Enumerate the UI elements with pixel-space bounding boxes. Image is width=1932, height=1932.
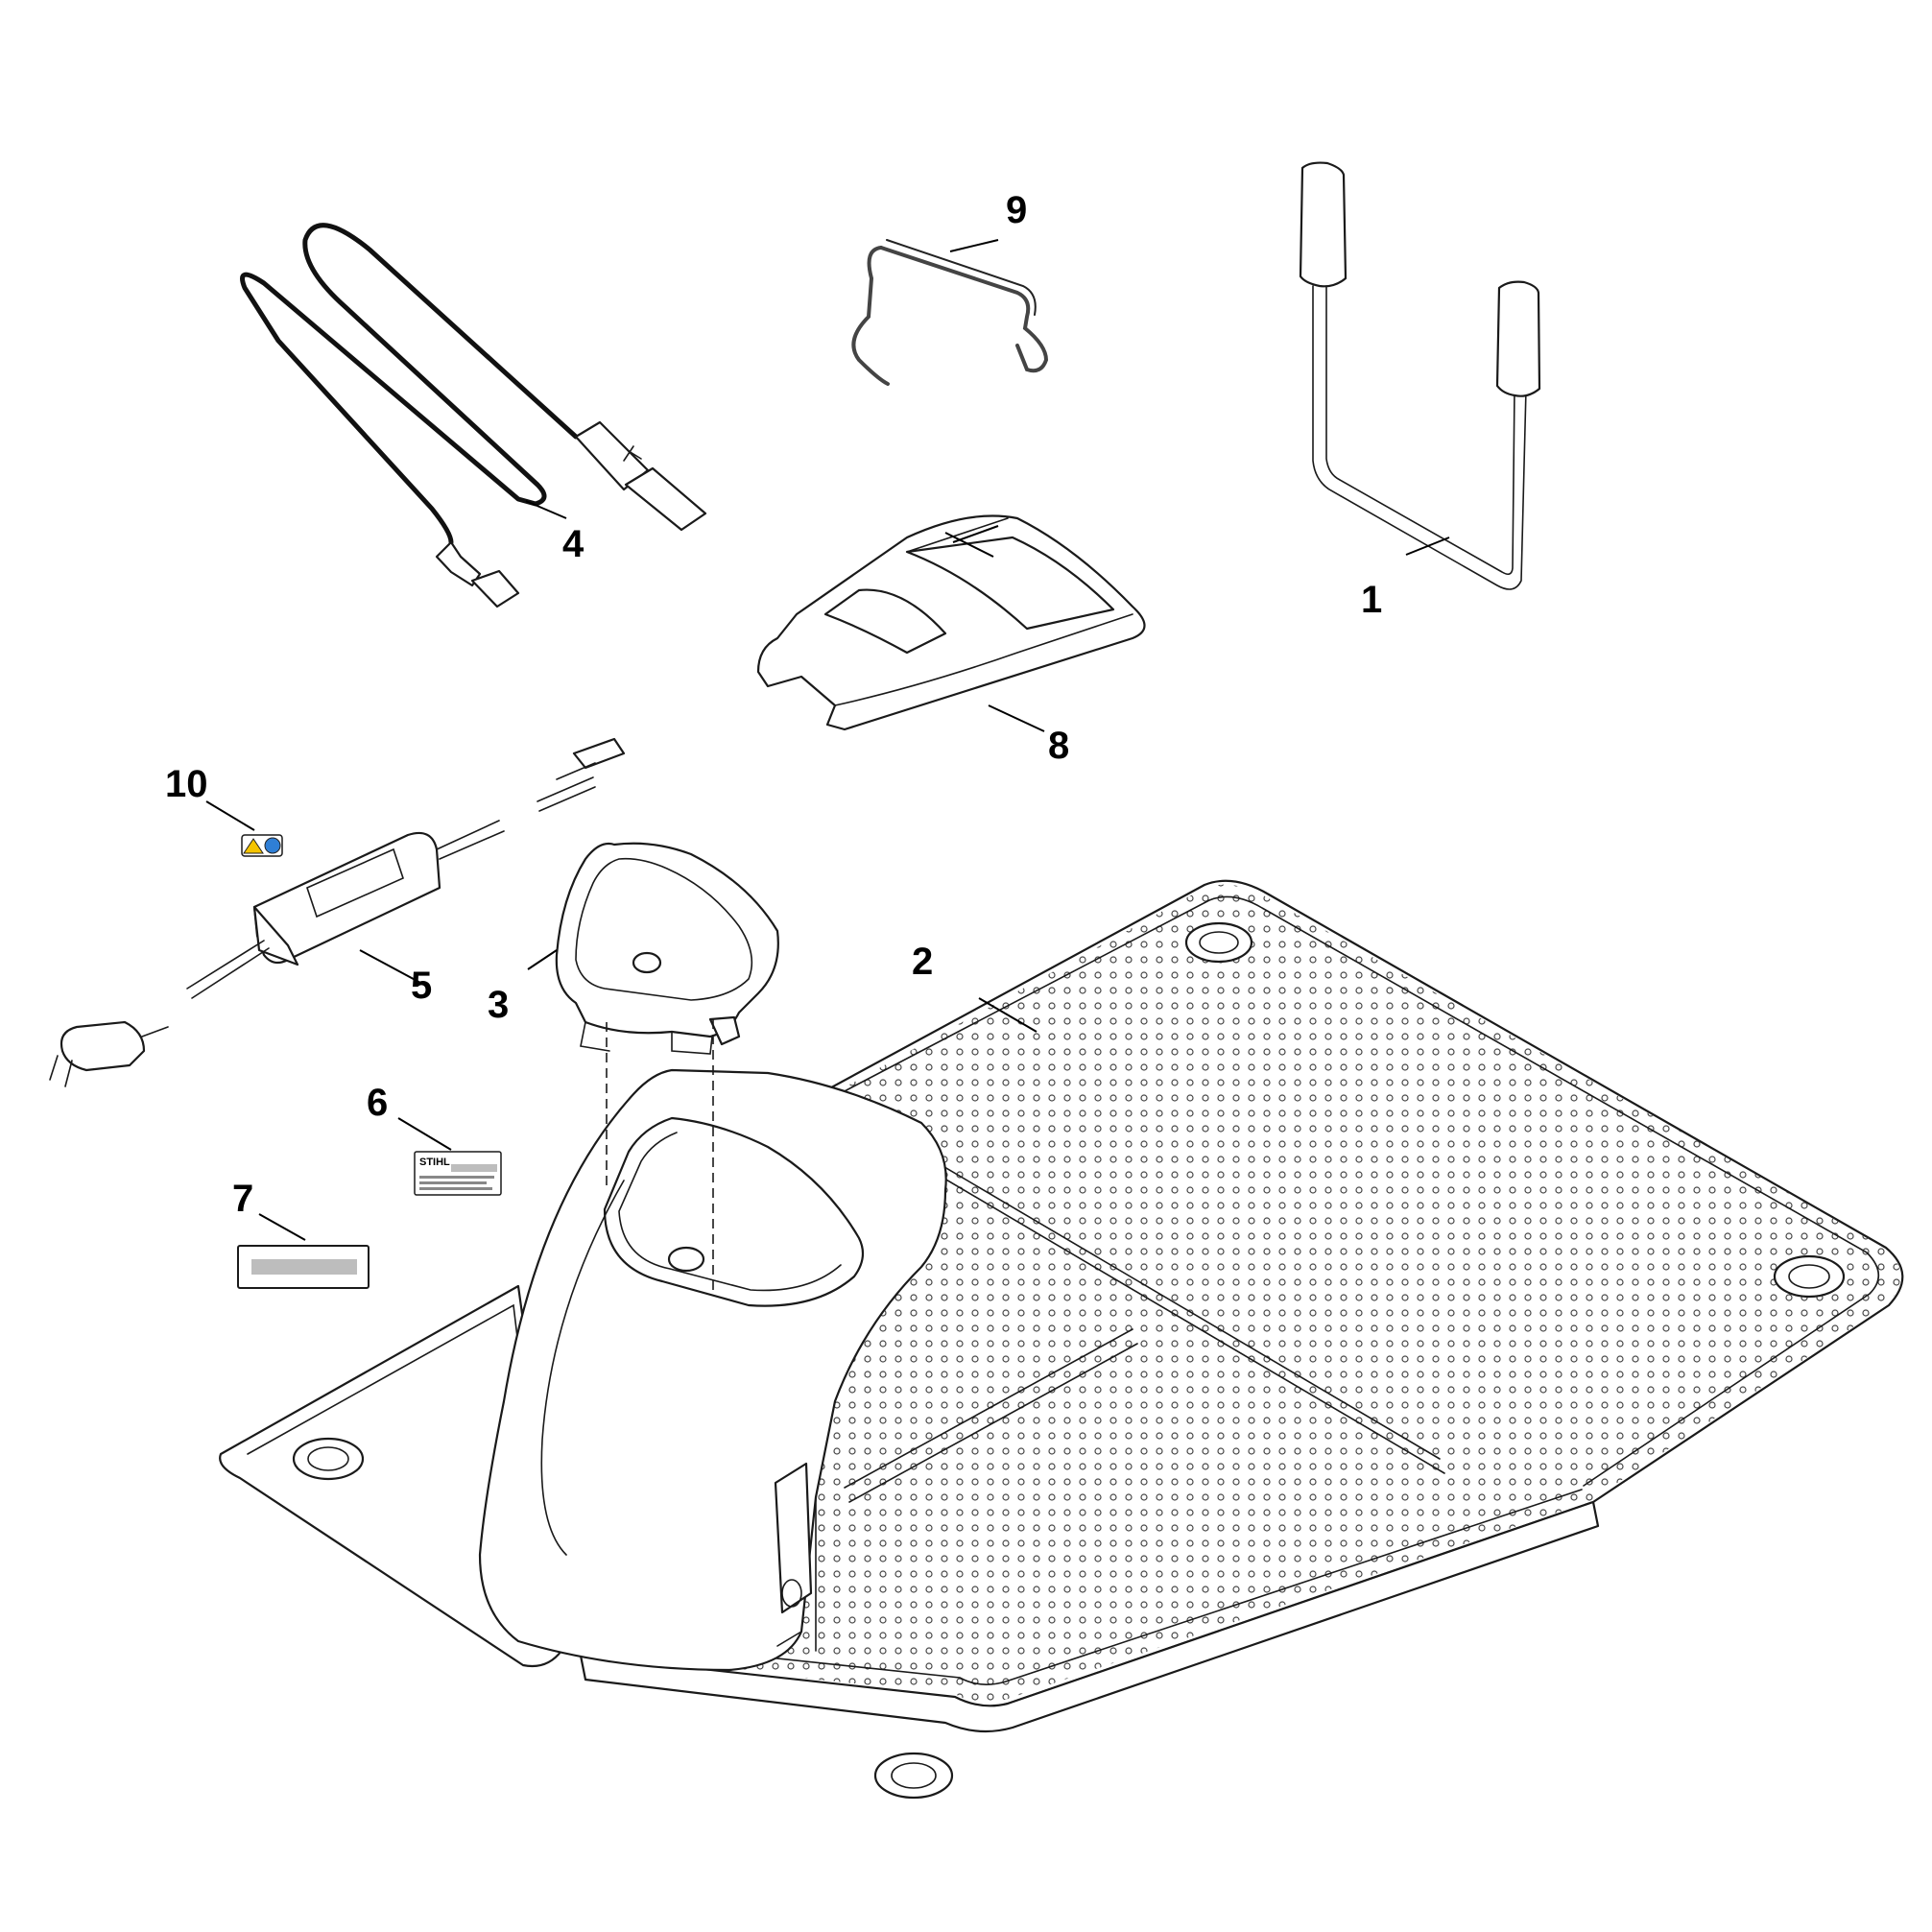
callout-1: 1 xyxy=(1361,579,1382,621)
cover-hood xyxy=(756,514,1146,731)
callout-2: 2 xyxy=(912,941,933,983)
mounting-hole xyxy=(1184,921,1253,964)
warning-triangle-icon xyxy=(243,838,264,854)
power-supply xyxy=(49,737,626,1087)
callout-9: 9 xyxy=(1006,189,1027,231)
ground-stake xyxy=(1299,161,1541,590)
info-circle-icon xyxy=(264,837,281,854)
wire-clip xyxy=(851,239,1049,386)
rating-label-brand: STIHL xyxy=(419,1157,450,1168)
mounting-hole xyxy=(1773,1254,1846,1299)
rating-label: STIHL xyxy=(414,1151,502,1196)
callout-5: 5 xyxy=(411,965,432,1007)
callout-7: 7 xyxy=(232,1178,253,1220)
callout-8: 8 xyxy=(1048,725,1069,767)
base-plate xyxy=(219,879,1904,1800)
callout-4: 4 xyxy=(562,523,584,565)
charging-station-housing xyxy=(478,1068,947,1672)
usb-cable xyxy=(240,223,707,608)
blank-label xyxy=(237,1245,370,1289)
warning-label xyxy=(241,834,283,857)
callout-6: 6 xyxy=(367,1082,388,1124)
mounting-hole xyxy=(292,1437,365,1481)
callout-3: 3 xyxy=(488,984,509,1026)
contact-insert xyxy=(555,842,779,1055)
mounting-hole xyxy=(873,1752,954,1800)
callout-10: 10 xyxy=(165,763,208,805)
